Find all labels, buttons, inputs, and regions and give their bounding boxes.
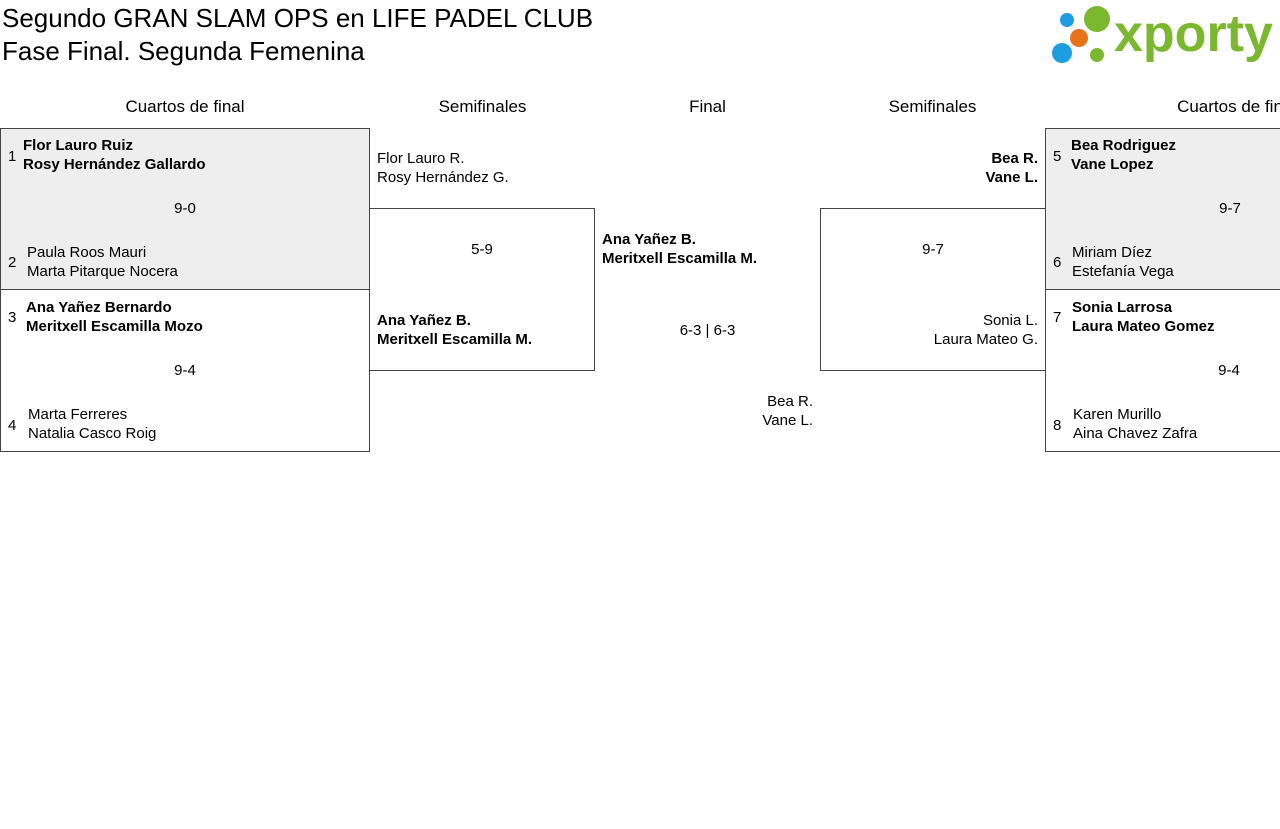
- team-winner-line2: Laura Mateo Gomez: [1072, 318, 1215, 335]
- match-score: 9-0: [174, 200, 196, 217]
- semifinal-team-top-line1: Flor Lauro R.: [377, 150, 465, 167]
- logo-dot-green-small-icon: [1090, 48, 1104, 62]
- seed-number: 3: [8, 309, 17, 326]
- semifinal-team-top-line2: Rosy Hernández G.: [377, 169, 509, 186]
- final-team-loser-line2: Vane L.: [762, 412, 813, 429]
- seed-number: 4: [8, 417, 17, 434]
- seed-number: 2: [8, 254, 17, 271]
- semifinal-team-top-line1: Bea R.: [991, 150, 1038, 167]
- match-score: 9-7: [922, 241, 944, 258]
- semifinal-team-bottom-line2: Laura Mateo G.: [933, 331, 1038, 348]
- semifinal-team-top-line2: Vane L.: [985, 169, 1038, 186]
- match-score: 9-7: [1219, 200, 1241, 217]
- team-winner-line1: Ana Yañez Bernardo: [26, 299, 172, 316]
- column-heading-left-semifinals: Semifinales: [438, 97, 527, 116]
- match-score: 5-9: [471, 241, 493, 258]
- final-team-loser-line1: Bea R.: [767, 393, 813, 410]
- team-winner-line1: Sonia Larrosa: [1072, 299, 1173, 316]
- team-winner-line1: Bea Rodriguez: [1071, 137, 1177, 154]
- match-semifinal-1: 5-9 Ana Yañez B. Meritxell Escamilla M.: [369, 208, 595, 371]
- logo-dot-orange-icon: [1070, 29, 1088, 47]
- team-winner-line2: Vane Lopez: [1071, 156, 1154, 173]
- column-heading-left-quarterfinals: Cuartos de final: [125, 97, 245, 116]
- column-heading-final: Final: [689, 97, 726, 116]
- final-score: 6-3 | 6-3: [679, 322, 736, 339]
- seed-number: 1: [8, 148, 17, 165]
- team-loser-line1: Miriam Díez: [1072, 244, 1153, 261]
- match-quarterfinal-2: 3 Ana Yañez Bernardo Meritxell Escamilla…: [0, 289, 370, 452]
- logo-dot-blue-large-icon: [1052, 43, 1072, 63]
- page-title: Segundo GRAN SLAM OPS en LIFE PADEL CLUB: [2, 3, 594, 33]
- match-quarterfinal-4: 7 Sonia Larrosa Laura Mateo Gomez 9-4 8 …: [1045, 289, 1280, 452]
- semifinal-team-bottom-line1: Ana Yañez B.: [377, 312, 471, 329]
- match-quarterfinal-1: 1 Flor Lauro Ruiz Rosy Hernández Gallard…: [0, 128, 370, 290]
- team-winner-line2: Meritxell Escamilla Mozo: [26, 318, 203, 335]
- column-heading-right-quarterfinals: Cuartos de fin: [1177, 97, 1280, 116]
- seed-number: 5: [1053, 148, 1062, 165]
- semifinal-team-bottom-line1: Sonia L.: [982, 312, 1038, 329]
- logo-dot-blue-icon: [1060, 13, 1074, 27]
- match-score: 9-4: [1218, 362, 1240, 379]
- final-team-winner-line1: Ana Yañez B.: [602, 231, 696, 248]
- logo-text: xporty: [1114, 5, 1273, 63]
- semifinal-team-bottom-line2: Meritxell Escamilla M.: [377, 331, 533, 348]
- team-loser-line1: Paula Roos Mauri: [27, 244, 147, 261]
- xporty-logo: xporty: [1050, 4, 1278, 68]
- team-loser-line1: Marta Ferreres: [28, 406, 128, 423]
- team-loser-line2: Marta Pitarque Nocera: [27, 263, 178, 280]
- seed-number: 7: [1053, 309, 1062, 326]
- page-subtitle: Fase Final. Segunda Femenina: [2, 36, 365, 66]
- team-loser-line2: Estefanía Vega: [1072, 263, 1174, 280]
- match-quarterfinal-3: 5 Bea Rodriguez Vane Lopez 9-7 6 Miriam …: [1045, 128, 1280, 290]
- final-team-winner-line2: Meritxell Escamilla M.: [602, 250, 758, 267]
- match-score: 9-4: [174, 362, 196, 379]
- match-semifinal-2: 9-7 Sonia L. Laura Mateo G.: [820, 208, 1046, 371]
- seed-number: 8: [1053, 417, 1062, 434]
- team-winner-line2: Rosy Hernández Gallardo: [23, 156, 206, 173]
- team-loser-line2: Natalia Casco Roig: [28, 425, 157, 442]
- team-winner-line1: Flor Lauro Ruiz: [23, 137, 133, 154]
- column-heading-right-semifinals: Semifinales: [888, 97, 977, 116]
- team-loser-line1: Karen Murillo: [1073, 406, 1162, 423]
- team-loser-line2: Aina Chavez Zafra: [1073, 425, 1198, 442]
- logo-dot-green-icon: [1084, 6, 1110, 32]
- seed-number: 6: [1053, 254, 1062, 271]
